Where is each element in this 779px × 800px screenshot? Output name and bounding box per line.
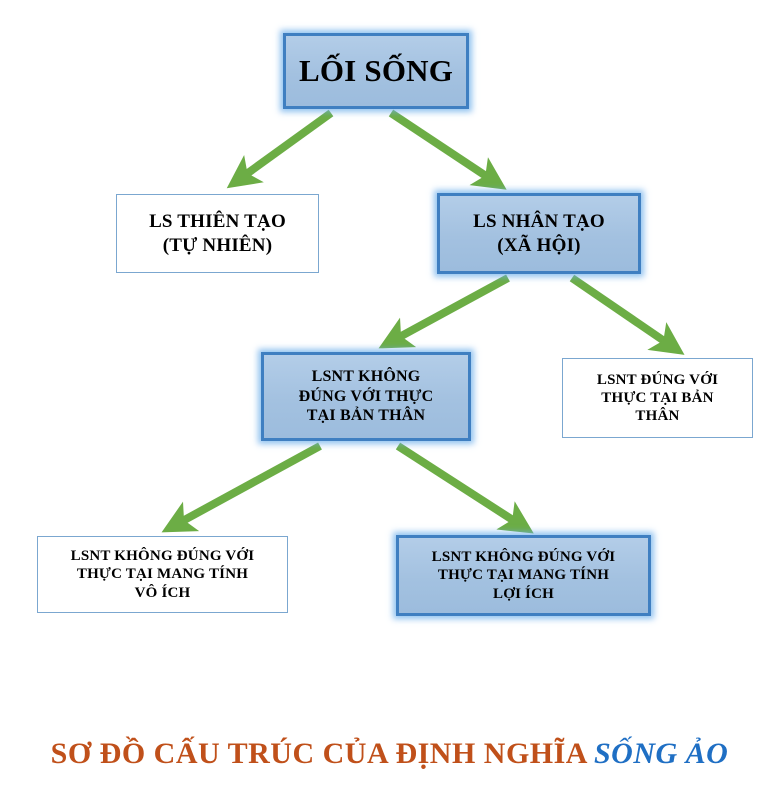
node-ls-thien-tao[interactable]: LS THIÊN TẠO (TỰ NHIÊN)	[116, 194, 319, 273]
arrow-lsnt-khong-dung-to-lsnt-vo-ich	[161, 442, 322, 533]
arrow-ls-nhan-tao-to-lsnt-khong-dung	[378, 274, 510, 349]
arrow-loi-song-to-ls-thien-tao	[226, 109, 334, 189]
node-ls-nhan-tao-label: LS NHÂN TẠO (XÃ HỘI)	[473, 211, 605, 256]
node-lsnt-khong-dung-label: LSNT KHÔNG ĐÚNG VỚI THỰC TẠI BẢN THÂN	[298, 368, 434, 425]
node-loi-song-label: LỐI SỐNG	[298, 53, 454, 89]
node-lsnt-dung-label: LSNT ĐÚNG VỚI THỰC TẠI BẢN THÂN	[596, 371, 719, 425]
node-lsnt-loi-ich-label: LSNT KHÔNG ĐÚNG VỚI THỰC TẠI MANG TÍNH L…	[431, 549, 616, 602]
node-ls-nhan-tao[interactable]: LS NHÂN TẠO (XÃ HỘI)	[437, 193, 641, 274]
arrow-ls-nhan-tao-to-lsnt-dung	[569, 274, 685, 355]
caption-main-text: SƠ ĐỒ CẤU TRÚC CỦA ĐỊNH NGHĨA	[50, 737, 588, 770]
arrow-loi-song-to-ls-nhan-tao	[388, 109, 507, 190]
node-lsnt-dung-voi-thuc-tai-ban-than[interactable]: LSNT ĐÚNG VỚI THỰC TẠI BẢN THÂN	[562, 358, 753, 438]
node-lsnt-vo-ich-label: LSNT KHÔNG ĐÚNG VỚI THỰC TẠI MANG TÍNH V…	[70, 548, 255, 601]
caption-accent-text: SỐNG ẢO	[593, 737, 729, 770]
arrow-lsnt-khong-dung-to-lsnt-loi-ich	[395, 442, 534, 534]
node-lsnt-mang-tinh-vo-ich[interactable]: LSNT KHÔNG ĐÚNG VỚI THỰC TẠI MANG TÍNH V…	[37, 536, 288, 613]
node-ls-thien-tao-label: LS THIÊN TẠO (TỰ NHIÊN)	[149, 211, 286, 256]
node-loi-song[interactable]: LỐI SỐNG	[283, 33, 469, 109]
node-lsnt-khong-dung-voi-thuc-tai-ban-than[interactable]: LSNT KHÔNG ĐÚNG VỚI THỰC TẠI BẢN THÂN	[261, 352, 471, 441]
node-lsnt-mang-tinh-loi-ich[interactable]: LSNT KHÔNG ĐÚNG VỚI THỰC TẠI MANG TÍNH L…	[396, 535, 651, 616]
